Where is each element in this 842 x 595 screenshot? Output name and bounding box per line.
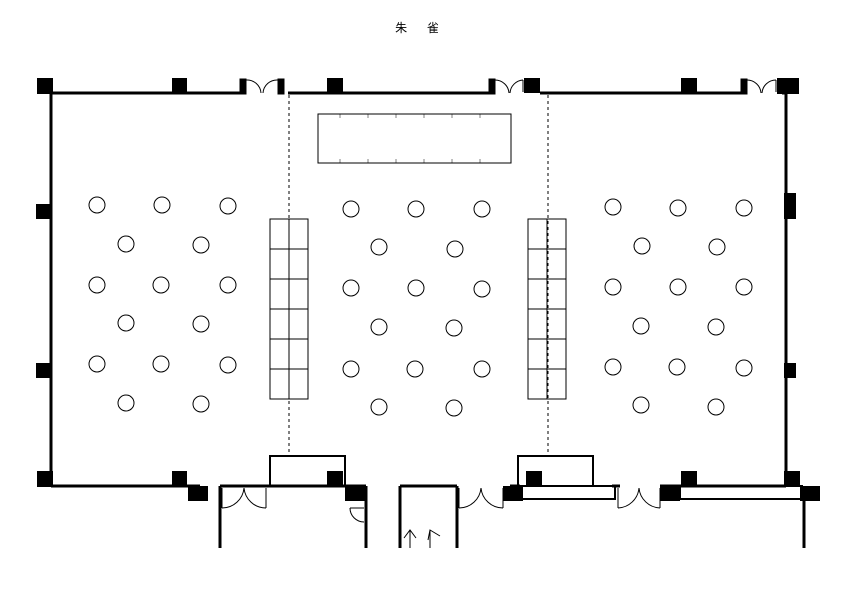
column (37, 471, 53, 487)
round-table (445, 319, 463, 337)
column (526, 471, 542, 486)
door (617, 487, 661, 509)
round-table (604, 358, 622, 376)
room-title: 朱 雀 (395, 21, 447, 35)
stage-platform (317, 113, 512, 164)
round-table (192, 236, 210, 254)
bottom-counters (269, 455, 803, 500)
column (37, 78, 53, 94)
counter (679, 485, 803, 500)
round-table (446, 240, 464, 258)
round-table (88, 196, 106, 214)
column (784, 363, 796, 378)
round-table (152, 276, 170, 294)
round-tables-right (604, 198, 753, 416)
buffet-table-block (269, 218, 309, 400)
column (36, 204, 50, 219)
column (777, 78, 799, 94)
round-table (632, 396, 650, 414)
round-table (117, 394, 135, 412)
column (172, 78, 187, 93)
columns (36, 78, 820, 501)
round-table (152, 355, 170, 373)
round-table (473, 280, 491, 298)
column (345, 486, 365, 501)
round-table (342, 200, 360, 218)
column (327, 78, 343, 93)
column (784, 471, 800, 487)
column (660, 486, 680, 501)
round-table (707, 398, 725, 416)
round-table (407, 200, 425, 218)
round-table (473, 200, 491, 218)
round-table (735, 278, 753, 296)
round-tables-left (88, 196, 237, 413)
round-table (735, 199, 753, 217)
column (681, 78, 697, 93)
column (36, 363, 50, 378)
round-table (708, 238, 726, 256)
round-table (669, 278, 687, 296)
elevator-doors (403, 529, 441, 548)
round-table (473, 360, 491, 378)
column (172, 471, 187, 486)
round-table (707, 318, 725, 336)
round-table (604, 278, 622, 296)
round-table (219, 276, 237, 294)
round-table (219, 197, 237, 215)
round-table (604, 198, 622, 216)
round-table (668, 358, 686, 376)
round-table (153, 196, 171, 214)
round-table (633, 237, 651, 255)
round-table (669, 199, 687, 217)
door (221, 487, 267, 509)
door (488, 78, 524, 95)
door (740, 78, 777, 95)
round-table (406, 360, 424, 378)
column (327, 471, 343, 486)
round-table (342, 279, 360, 297)
round-table (88, 276, 106, 294)
corridor-walls (218, 484, 806, 548)
round-table (117, 235, 135, 253)
round-table (192, 395, 210, 413)
bottom-doors (221, 487, 661, 523)
round-table (219, 356, 237, 374)
column (524, 78, 540, 93)
round-table (407, 279, 425, 297)
counter (269, 455, 346, 487)
round-table (445, 399, 463, 417)
round-tables-center (342, 200, 491, 417)
round-table (370, 318, 388, 336)
round-table (735, 359, 753, 377)
round-table (632, 317, 650, 335)
column (188, 486, 208, 501)
partition-lines (288, 95, 549, 455)
outer-walls (49, 91, 788, 488)
round-table (192, 315, 210, 333)
top-doors (239, 78, 777, 95)
round-table (88, 355, 106, 373)
counter (519, 485, 616, 500)
buffet-table-block (527, 218, 567, 400)
round-table (342, 360, 360, 378)
column (784, 193, 796, 219)
round-table (117, 314, 135, 332)
round-table (370, 238, 388, 256)
column (503, 486, 523, 501)
door (349, 507, 365, 523)
door (239, 78, 285, 95)
stage-segments (339, 114, 481, 163)
door (458, 487, 504, 509)
column (681, 471, 697, 486)
round-table (370, 398, 388, 416)
